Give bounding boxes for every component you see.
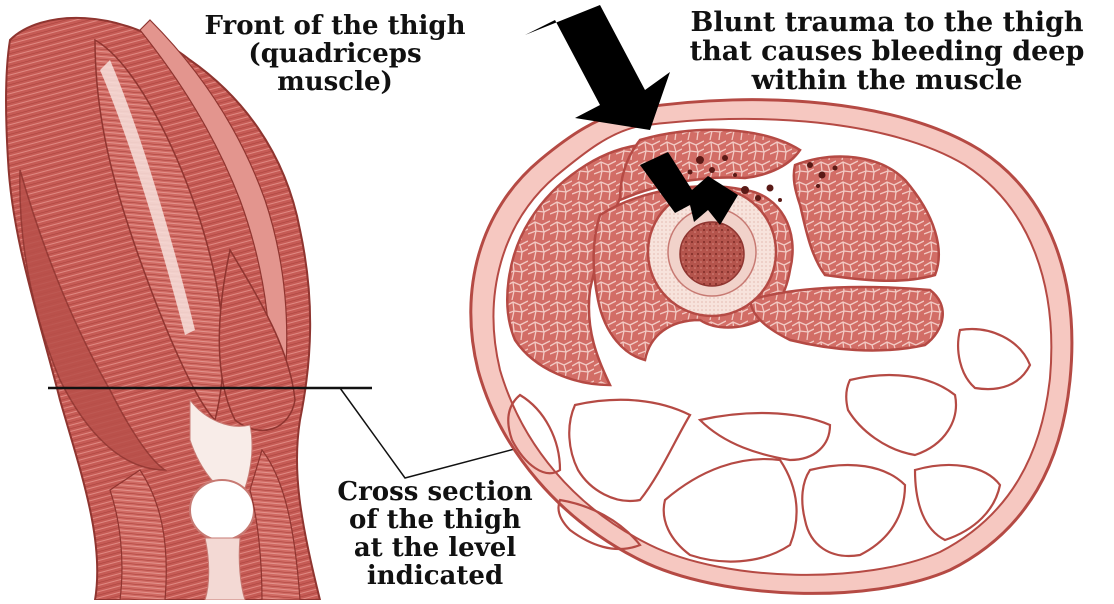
front-of-thigh-label: Front of the thigh (quadriceps muscle) [170, 12, 500, 96]
femur-marrow [680, 222, 744, 286]
patellar-ligament [205, 538, 245, 600]
front-label-line-3: muscle) [170, 68, 500, 96]
thigh-front-illustration [6, 18, 320, 600]
trauma-label-line-3: within the muscle [660, 66, 1114, 95]
cross-section-label: Cross section of the thigh at the level … [300, 478, 570, 590]
front-label-line-2: (quadriceps [170, 40, 500, 68]
large-black-arrow-icon [525, 5, 670, 130]
cross-label-line-3: at the level [300, 534, 570, 562]
cross-label-line-2: of the thigh [300, 506, 570, 534]
cross-label-line-1: Cross section [300, 478, 570, 506]
trauma-label-line-2: that causes bleeding deep [660, 37, 1114, 66]
blunt-trauma-label: Blunt trauma to the thigh that causes bl… [660, 8, 1114, 95]
front-label-line-1: Front of the thigh [170, 12, 500, 40]
cross-label-line-4: indicated [300, 562, 570, 590]
patella [190, 480, 254, 540]
trauma-label-line-1: Blunt trauma to the thigh [660, 8, 1114, 37]
